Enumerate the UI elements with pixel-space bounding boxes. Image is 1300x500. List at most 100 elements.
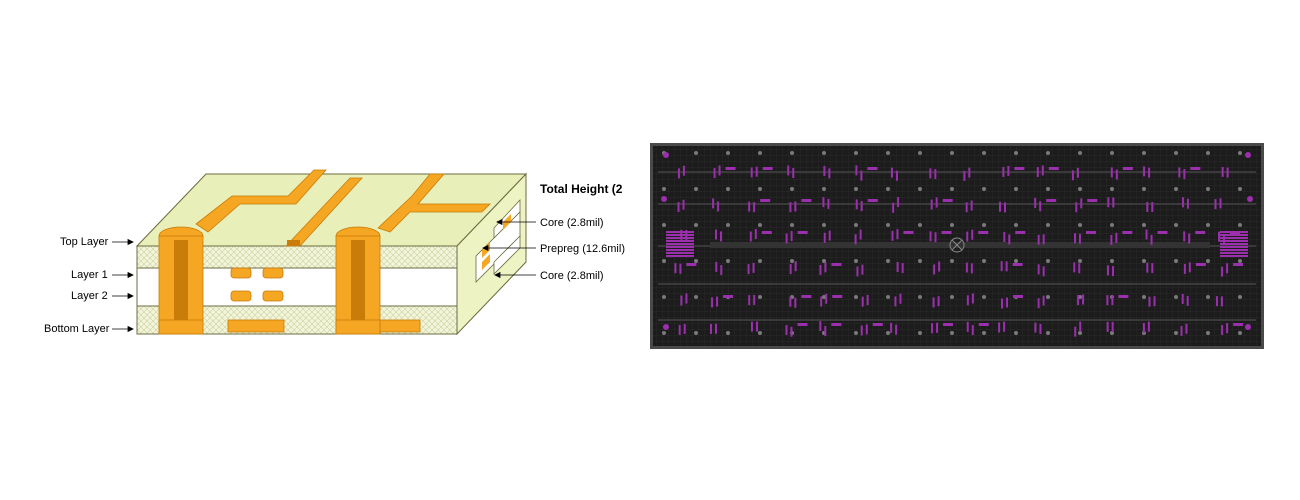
pcb-pad	[1037, 298, 1040, 309]
pcb-pad	[891, 230, 894, 241]
pcb-via	[726, 223, 730, 227]
inner-pad	[230, 290, 252, 302]
pcb-pad	[1122, 231, 1133, 234]
pcb-via	[790, 187, 794, 191]
label-prepreg: Prepreg (12.6mil)	[540, 243, 625, 255]
pcb-via	[1206, 187, 1210, 191]
pcb-pad	[860, 170, 863, 181]
pcb-pad	[1079, 321, 1082, 332]
pcb-pad	[859, 229, 862, 240]
plated-via	[335, 226, 381, 335]
pcb-via	[886, 295, 890, 299]
total-height-title: Total Height (2	[540, 182, 623, 196]
pcb-pad	[895, 170, 898, 181]
pcb-via	[1078, 259, 1082, 263]
pcb-pad	[855, 165, 858, 176]
pcb-via	[1174, 223, 1178, 227]
pcb-pad	[1076, 167, 1079, 178]
pcb-pad	[1042, 234, 1045, 245]
pcb-pad	[1186, 295, 1189, 306]
pcb-pad	[1181, 197, 1184, 208]
pcb-pad	[1037, 264, 1040, 275]
pcb-via	[982, 187, 986, 191]
pcb-pad	[1046, 199, 1057, 202]
pcb-via	[982, 295, 986, 299]
pcb-pad	[1074, 326, 1077, 337]
pcb-pad	[753, 294, 756, 305]
pcb-pad	[1215, 296, 1218, 307]
pcb-via	[950, 151, 954, 155]
pcb-trace	[658, 319, 1256, 321]
pcb-via	[918, 187, 922, 191]
pcb-pad	[761, 231, 772, 234]
pcb-via	[950, 295, 954, 299]
pcb-via	[758, 151, 762, 155]
plated-via	[158, 226, 204, 335]
pcb-via	[1206, 223, 1210, 227]
pcb-pad	[1142, 322, 1145, 333]
pcb-pad	[1148, 296, 1151, 307]
pcb-via	[1142, 259, 1146, 263]
pcb-via	[886, 187, 890, 191]
pcb-via	[854, 223, 858, 227]
pcb-pad	[941, 231, 952, 234]
pcb-via	[1206, 331, 1210, 335]
pcb-connector-pin	[666, 234, 694, 236]
pcb-connector-pin	[1220, 249, 1248, 251]
pcb-pad	[1111, 321, 1114, 332]
pcb-pad	[895, 324, 898, 335]
pcb-mounting-hole	[1245, 324, 1251, 330]
pcb-pad	[720, 265, 723, 276]
pcb-via	[694, 223, 698, 227]
pcb-pad	[901, 263, 904, 274]
label-layer-2: Layer 2	[71, 290, 108, 302]
pcb-via	[1238, 187, 1242, 191]
pcb-via	[1174, 331, 1178, 335]
pcb-pad	[785, 325, 788, 336]
label-layer-1: Layer 1	[71, 269, 108, 281]
pcb-pad	[753, 202, 756, 213]
pcb-pad	[1042, 295, 1045, 306]
pcb-pad	[1073, 262, 1076, 273]
pcb-via	[854, 187, 858, 191]
pcb-via	[726, 331, 730, 335]
pcb-pad	[932, 297, 935, 308]
pcb-pad	[1180, 325, 1183, 336]
pcb-pad	[823, 232, 826, 243]
pcb-connector-pin	[1220, 252, 1248, 254]
pcb-pad	[1183, 169, 1186, 180]
pcb-via	[790, 259, 794, 263]
pcb-pad	[855, 199, 858, 210]
pcb-pad	[1214, 199, 1217, 210]
pcb-via	[1142, 187, 1146, 191]
pcb-via	[918, 223, 922, 227]
pcb-trace	[658, 203, 1256, 205]
pcb-pad	[718, 165, 721, 176]
pcb-via	[1046, 223, 1050, 227]
pcb-pad	[1143, 166, 1146, 177]
pcb-pad	[789, 202, 792, 213]
pcb-pad	[1115, 232, 1118, 243]
pcb-pad	[1118, 295, 1129, 298]
pcb-pad	[966, 231, 969, 242]
pcb-pad	[1106, 295, 1109, 306]
pcb-pad	[801, 295, 812, 298]
inner-pad	[262, 290, 284, 302]
pcb-pad	[896, 229, 899, 240]
pcb-pad	[686, 263, 697, 266]
pcb-pad	[931, 323, 934, 334]
pcb-pad	[1195, 263, 1206, 266]
pcb-connector-pin	[1220, 237, 1248, 239]
pcb-connector-pin	[666, 240, 694, 242]
pcb-pad	[1002, 166, 1005, 177]
pcb-pad	[750, 321, 753, 332]
pcb-pad	[749, 231, 752, 242]
pcb-via	[822, 295, 826, 299]
pcb-pad	[820, 296, 823, 307]
pcb-pad	[679, 263, 682, 274]
pcb-connector-pin	[666, 249, 694, 251]
pcb-pad	[854, 234, 857, 245]
pcb-via	[694, 187, 698, 191]
pcb-pad	[1233, 323, 1244, 326]
pcb-pad	[1157, 231, 1168, 234]
